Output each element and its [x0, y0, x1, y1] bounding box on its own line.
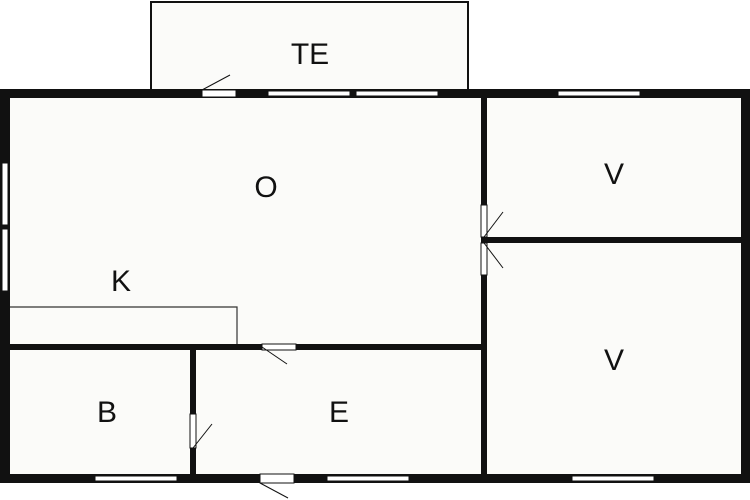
window-top-2	[355, 90, 439, 97]
door-entrance	[261, 343, 297, 351]
room-label-terrace: TE	[291, 38, 329, 71]
bedroom-bottom-floor	[487, 243, 741, 474]
room-label-bedroom-bottom: V	[604, 344, 624, 377]
door-bedroom-top	[480, 204, 488, 238]
door-terrace-swing	[201, 74, 231, 91]
room-label-bathroom: B	[97, 396, 117, 429]
room-labels: TE O K V V B E	[97, 38, 624, 429]
interior-wall-bathroom	[190, 350, 196, 474]
door-terrace	[201, 89, 237, 98]
window-left-2	[1, 228, 9, 292]
room-label-living: O	[254, 171, 277, 204]
door-main	[259, 473, 295, 484]
bedroom-top-floor	[487, 98, 741, 237]
door-bathroom	[189, 413, 197, 449]
exterior-wall-right	[741, 89, 750, 483]
window-left-1	[1, 162, 9, 226]
living-room-floor	[10, 98, 481, 344]
window-bottom-3	[571, 475, 655, 482]
door-main-swing	[259, 482, 289, 499]
doors	[189, 74, 504, 499]
door-bedroom-top-swing	[483, 211, 504, 238]
door-bedroom-bottom-swing	[483, 242, 504, 269]
window-top-3	[557, 90, 641, 97]
door-bedroom-bottom	[480, 242, 488, 276]
window-bottom-1	[94, 475, 178, 482]
window-top-1	[267, 90, 351, 97]
kitchen-counter	[10, 306, 238, 344]
room-label-bedroom-top: V	[604, 158, 624, 191]
room-floors	[10, 98, 741, 474]
bathroom-floor	[10, 350, 190, 474]
terrace-area	[150, 1, 469, 95]
windows	[1, 90, 655, 482]
room-label-kitchen: K	[111, 265, 131, 298]
door-entrance-swing	[261, 346, 288, 365]
door-bathroom-swing	[192, 423, 213, 449]
interior-wall-horizontal	[10, 344, 481, 350]
room-label-entrance: E	[329, 396, 349, 429]
window-bottom-2	[326, 475, 410, 482]
interior-wall-vertical	[481, 98, 487, 474]
entrance-floor	[196, 350, 481, 474]
interior-wall-bedrooms	[487, 237, 741, 243]
